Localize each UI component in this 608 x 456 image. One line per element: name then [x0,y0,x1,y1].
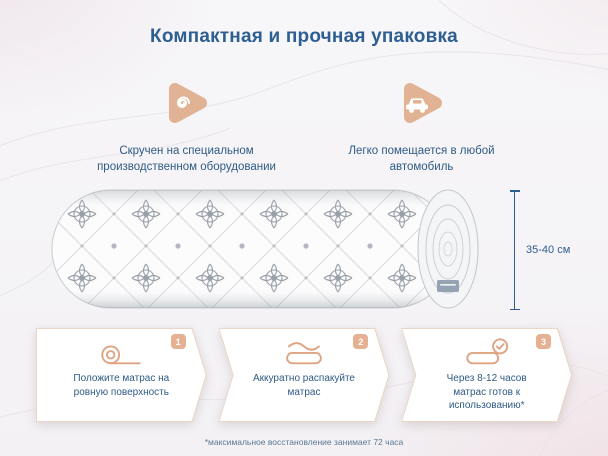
feature-text: Легко помещается в любой автомобиль [348,145,495,174]
step-number-badge: 3 [536,334,551,349]
height-measure: 35-40 см [510,190,594,310]
ready-mattress-icon [463,337,511,367]
step-text: Аккуратно распакуйте матрас [253,373,355,398]
step-2: 2 Аккуратно распакуйте матрас [219,328,390,422]
mattress-roll-image [51,189,479,309]
feature-car: Легко помещается в любой автомобиль [309,80,534,176]
unpack-mattress-icon [280,337,328,367]
brand-tag [437,280,459,292]
footnote: *максимальное восстановление занимает 72… [204,437,404,447]
step-number-badge: 2 [353,334,368,349]
page-title: Компактная и прочная упаковка [150,26,458,47]
step-1: 1 Положите матрас на ровную поверхность [36,328,207,422]
measure-bracket [510,190,523,310]
step-3: 3 Через 8-12 часов матрас готов к исполь… [401,328,572,422]
measure-label: 35-40 см [526,244,571,256]
spiral-icon [161,80,213,131]
car-icon [396,80,448,131]
feature-text: Скручен на специальном производственном … [97,145,276,174]
step-text: Через 8-12 часов матрас готов к использо… [446,373,527,411]
mattress-roll [50,182,510,318]
rolled-mattress-icon [97,337,145,367]
step-text: Положите матрас на ровную поверхность [73,373,170,398]
steps-row: 1 Положите матрас на ровную поверхность … [36,328,572,422]
features-row: Скручен на специальном производственном … [0,80,608,176]
feature-rolled: Скручен на специальном производственном … [74,80,299,176]
step-number-badge: 1 [171,334,186,349]
